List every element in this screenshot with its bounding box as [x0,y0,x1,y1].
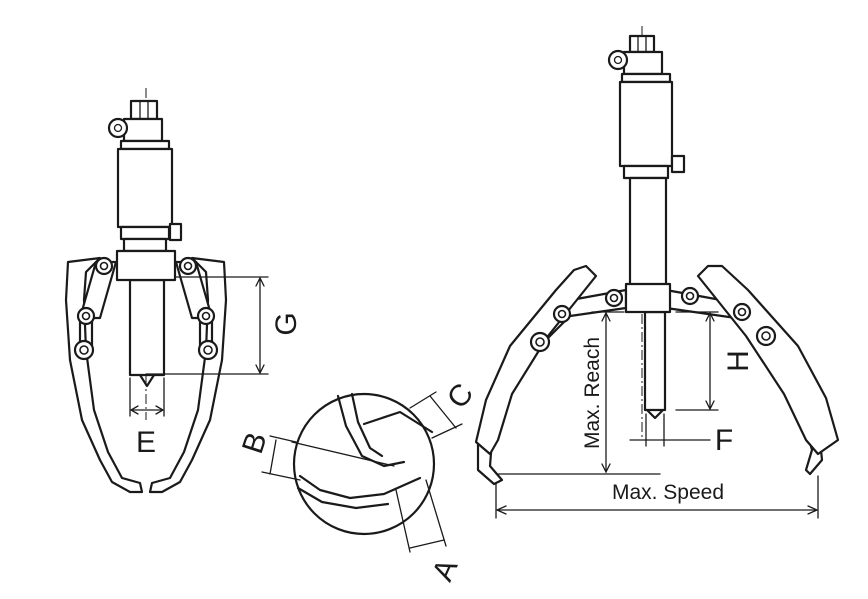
label-f: F [715,424,733,457]
left-puller-closed [64,88,228,494]
label-a: A [426,554,464,586]
dimension-c [409,391,463,439]
label-g: G [270,312,303,335]
dimension-b [261,435,301,481]
dimension-e [129,377,165,417]
dimension-g [145,276,269,375]
label-max-speed: Max. Speed [612,481,724,504]
label-b: B [236,428,274,457]
right-puller-open [474,26,840,486]
dimension-max-reach [497,311,661,475]
dimension-h [675,311,719,411]
label-c: C [441,377,480,414]
label-max-reach: Max. Reach [581,337,604,449]
dimension-a [395,479,447,553]
label-e: E [136,426,156,459]
jaw-tip-detail [291,392,436,536]
dimension-f [629,413,711,447]
label-h: H [722,350,755,372]
dimension-max-speed [495,475,819,519]
